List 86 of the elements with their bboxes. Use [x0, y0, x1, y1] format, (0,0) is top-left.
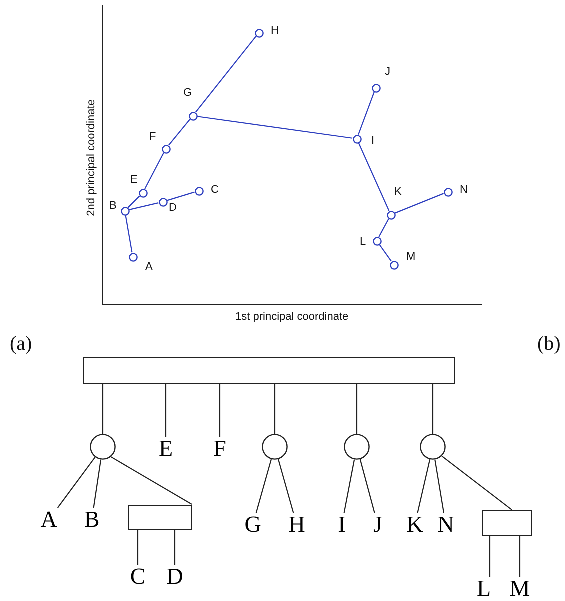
- axis-title: 2nd principal coordinate: [84, 100, 97, 216]
- panel-label: (a): [10, 332, 32, 356]
- point-label: M: [406, 251, 416, 263]
- connector-line: [344, 460, 356, 514]
- leaf-label: A: [39, 508, 59, 532]
- connector-line: [57, 457, 96, 508]
- tree-node-circle: [262, 434, 288, 460]
- point-label: A: [146, 261, 153, 273]
- connector-line: [356, 384, 358, 434]
- leaf-label: N: [436, 513, 456, 537]
- point-label: L: [360, 236, 366, 248]
- connector-line: [489, 536, 491, 577]
- point-label: I: [372, 135, 375, 147]
- data-point: [120, 206, 130, 216]
- tree-link: [197, 116, 353, 139]
- tree-node-box: [128, 504, 192, 530]
- data-point: [188, 112, 198, 120]
- connector-line: [256, 459, 272, 514]
- data-point: [128, 252, 138, 262]
- point-label: E: [130, 174, 138, 186]
- tree-link: [358, 92, 375, 135]
- data-point: [390, 260, 398, 270]
- connector-line: [102, 384, 104, 434]
- tree-link: [358, 142, 390, 212]
- data-point: [138, 188, 148, 198]
- tree-link: [195, 36, 257, 113]
- leaf-label: D: [165, 565, 185, 589]
- connector-line: [274, 384, 276, 434]
- connector-line: [165, 384, 167, 437]
- connector-line: [137, 530, 139, 565]
- tree-node-box: [83, 356, 455, 384]
- point-label: K: [394, 186, 402, 198]
- tree-link: [378, 218, 390, 238]
- tree-node-box: [482, 510, 532, 536]
- panel-label: (b): [538, 332, 561, 356]
- data-point: [158, 198, 168, 206]
- tree-link: [167, 192, 195, 202]
- connector-line: [432, 384, 434, 434]
- point-label: C: [211, 184, 219, 196]
- leaf-label: J: [370, 513, 386, 537]
- tree-node-circle: [90, 434, 116, 460]
- tree-link: [125, 215, 133, 253]
- connector-line: [93, 460, 102, 508]
- connector-line: [442, 456, 512, 510]
- point-label: F: [150, 131, 156, 143]
- data-point: [372, 84, 380, 92]
- point-label: N: [460, 184, 468, 196]
- tree-link: [379, 244, 392, 262]
- point-label: D: [169, 202, 177, 214]
- connector-line: [434, 460, 445, 514]
- leaf-label: C: [128, 565, 148, 589]
- connector-line: [110, 456, 192, 505]
- point-label: B: [110, 200, 117, 212]
- connector-line: [278, 459, 294, 514]
- leaf-label: L: [474, 577, 494, 601]
- tree-link: [394, 193, 444, 214]
- tree-link: [144, 152, 164, 190]
- data-point: [254, 28, 264, 38]
- point-label: G: [184, 87, 192, 99]
- connector-line: [519, 536, 521, 577]
- data-point: [372, 236, 382, 246]
- tree-link: [128, 196, 140, 208]
- leaf-label: K: [405, 513, 425, 537]
- tree-node-circle: [420, 434, 446, 460]
- data-point: [386, 210, 396, 220]
- connector-line: [360, 459, 376, 514]
- tree-node-circle: [344, 434, 370, 460]
- leaf-label: B: [82, 508, 102, 532]
- leaf-label: H: [287, 513, 307, 537]
- connector-line: [174, 530, 176, 565]
- connector-line: [219, 384, 221, 437]
- leaf-label: M: [509, 577, 531, 601]
- tree-link: [129, 202, 159, 210]
- leaf-label: E: [156, 437, 176, 461]
- leaf-label: G: [243, 513, 263, 537]
- point-label: H: [271, 25, 279, 37]
- point-label: J: [385, 66, 390, 78]
- leaf-label: I: [334, 513, 350, 537]
- axis-title: 1st principal coordinate: [236, 311, 349, 323]
- data-point: [162, 144, 170, 154]
- data-point: [352, 134, 362, 144]
- data-point: [444, 188, 452, 196]
- connector-line: [417, 460, 431, 514]
- tree-link: [168, 119, 191, 146]
- leaf-label: F: [210, 437, 230, 461]
- data-point: [194, 186, 204, 196]
